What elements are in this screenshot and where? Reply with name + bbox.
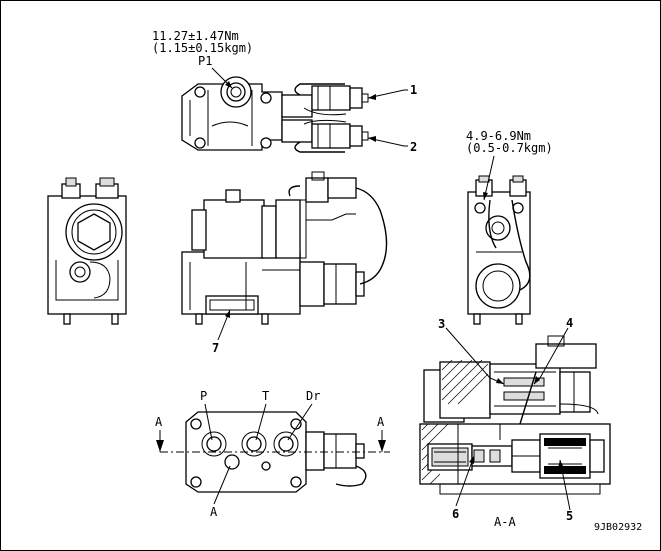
callout-6: 6 [452, 507, 459, 521]
callout-4: 4 [566, 316, 573, 330]
leader-5 [559, 459, 571, 511]
leader-2 [367, 137, 408, 147]
callout-1: 1 [410, 83, 417, 97]
leader-6 [455, 455, 475, 507]
port-label-t: T [262, 389, 269, 403]
port-t [246, 436, 262, 452]
port-label-dr: Dr [306, 389, 320, 403]
callout-5: 5 [566, 509, 573, 523]
port-label-p: P [200, 389, 207, 403]
port-label-a: A [210, 505, 218, 519]
torque-top-kgm: (1.15±0.15kgm) [152, 41, 253, 55]
callout-3: 3 [438, 317, 445, 331]
section-mark-left: A [155, 415, 163, 429]
right-end-view [467, 175, 531, 325]
torque-right-kgm: (0.5-0.7kgm) [466, 141, 553, 155]
port-p [206, 436, 222, 452]
left-end-view [47, 177, 127, 325]
leader-t [255, 403, 267, 441]
section-view-aa [419, 335, 611, 495]
port-label-p1: P1 [198, 54, 212, 68]
callout-7: 7 [212, 341, 219, 355]
section-mark-right: A [377, 415, 385, 429]
leader-dr [287, 403, 313, 441]
port-a [224, 454, 240, 470]
leader-p [204, 403, 213, 441]
nameplate [205, 295, 259, 315]
section-caption: A-A [494, 515, 516, 529]
torque-right-nm: 4.9-6.9Nm [466, 129, 531, 143]
leader-a [213, 465, 231, 505]
drawing-code: 9JB02932 [594, 522, 642, 533]
leader-1 [367, 89, 408, 99]
front-view [181, 171, 388, 325]
torque-top-nm: 11.27±1.47Nm [152, 29, 239, 43]
top-view [181, 76, 369, 153]
hex-plug-icon [77, 213, 111, 251]
port-dr [278, 436, 294, 452]
callout-2: 2 [410, 140, 417, 154]
